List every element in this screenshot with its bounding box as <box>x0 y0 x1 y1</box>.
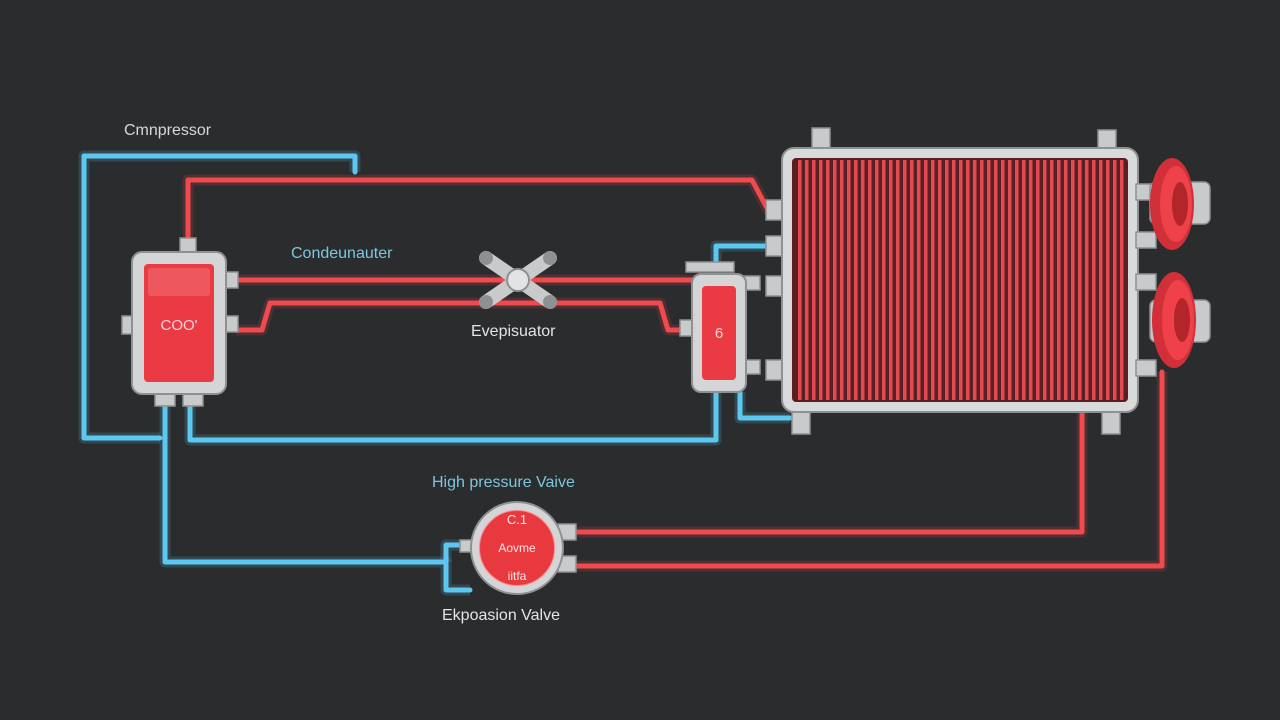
hot-line-fan-to-valve <box>569 369 1165 569</box>
cold-line-top-connector <box>713 243 773 271</box>
label-evaporator: Evepisuator <box>471 323 556 340</box>
radiator-fin <box>952 160 956 400</box>
label-expansion-valve: Ekpoasion Valve <box>442 607 560 624</box>
radiator-fin <box>833 160 837 400</box>
radiator-fin <box>1036 160 1040 400</box>
cold-line-bottom-return <box>187 389 719 443</box>
radiator-fin <box>1057 160 1061 400</box>
gauge-line-3: iitfa <box>508 569 527 583</box>
gauge-line-2: Aovme <box>498 541 536 555</box>
radiator-fin <box>819 160 823 400</box>
gauge-line-1: C.1 <box>507 512 527 527</box>
radiator-fin <box>1022 160 1026 400</box>
condenser-radiator <box>765 127 1157 435</box>
compressor-unit: COO' <box>121 237 239 407</box>
radiator-fin <box>847 160 851 400</box>
hot-line-middle-lower <box>233 300 697 333</box>
expansion-valve-gauge: C.1 Aovme iitfa <box>459 501 577 595</box>
radiator-fin <box>882 160 886 400</box>
radiator-fin <box>980 160 984 400</box>
radiator-fin <box>798 160 802 400</box>
radiator-fin <box>868 160 872 400</box>
radiator-fin <box>1106 160 1110 400</box>
radiator-fin <box>959 160 963 400</box>
cold-line-outer-loop <box>81 153 358 441</box>
radiator-fin <box>1050 160 1054 400</box>
cross-fitting <box>479 251 557 309</box>
label-compressor: Cmnpressor <box>124 122 212 139</box>
radiator-fin <box>945 160 949 400</box>
radiator-fin <box>861 160 865 400</box>
radiator-fin <box>924 160 928 400</box>
radiator-fin <box>1043 160 1047 400</box>
radiator-fin <box>805 160 809 400</box>
radiator-fin <box>1078 160 1082 400</box>
radiator-fin <box>1113 160 1117 400</box>
radiator-fin <box>994 160 998 400</box>
radiator-fin <box>1001 160 1005 400</box>
radiator-fin <box>1071 160 1075 400</box>
small-receiver-unit: 6 <box>679 261 761 393</box>
radiator-fin <box>1008 160 1012 400</box>
radiator-fin <box>896 160 900 400</box>
radiator-fin <box>812 160 816 400</box>
radiator-fin <box>910 160 914 400</box>
radiator-fin <box>966 160 970 400</box>
radiator-fin <box>938 160 942 400</box>
radiator-fin <box>826 160 830 400</box>
radiator-fin <box>889 160 893 400</box>
small-receiver-text: 6 <box>715 325 723 342</box>
label-high-pressure-valve: High pressure Vaive <box>432 474 575 491</box>
radiator-fin <box>973 160 977 400</box>
radiator-fin <box>854 160 858 400</box>
label-condenser: Condeunauter <box>291 245 393 262</box>
compressor-box-text: COO' <box>160 317 197 334</box>
radiator-fin <box>1120 160 1124 400</box>
hot-line-condenser-to-valve <box>569 409 1085 535</box>
cold-line-to-expansion-valve <box>162 397 473 593</box>
radiator-fin <box>1092 160 1096 400</box>
radiator-fin <box>1085 160 1089 400</box>
hot-line-top <box>185 177 785 247</box>
radiator-fin <box>903 160 907 400</box>
fan-motors <box>1149 158 1211 368</box>
radiator-fin <box>987 160 991 400</box>
radiator-fin <box>1099 160 1103 400</box>
cold-lines <box>78 150 793 596</box>
cold-line-right-connector <box>737 389 793 421</box>
radiator-fin <box>917 160 921 400</box>
radiator-fin <box>875 160 879 400</box>
radiator-fins <box>798 160 1124 400</box>
radiator-fin <box>931 160 935 400</box>
radiator-fin <box>1015 160 1019 400</box>
radiator-fin <box>1064 160 1068 400</box>
radiator-fin <box>840 160 844 400</box>
radiator-fin <box>1029 160 1033 400</box>
